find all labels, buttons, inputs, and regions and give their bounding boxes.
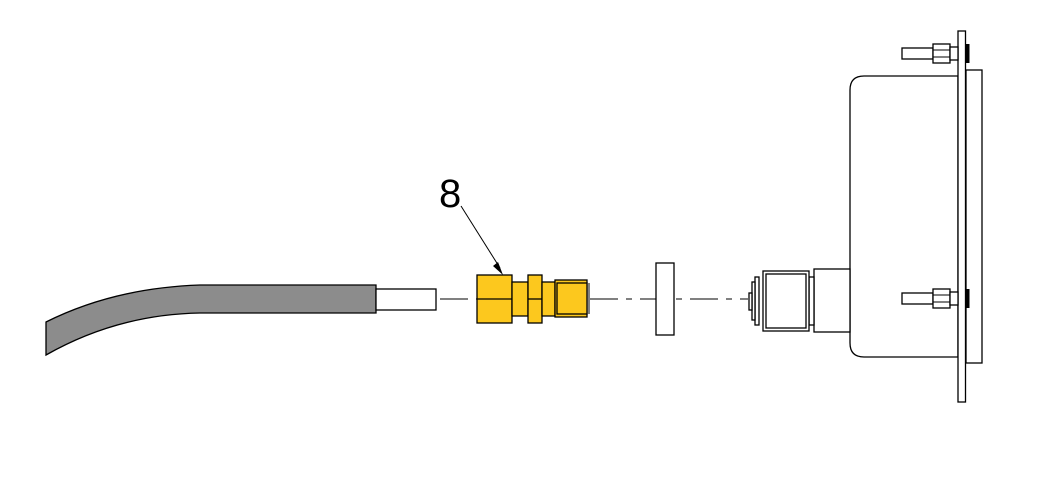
leader-line bbox=[460, 205, 501, 269]
leader-arrowhead bbox=[493, 262, 503, 275]
mounting-stud-bottom bbox=[901, 288, 970, 309]
fitting-part-8 bbox=[476, 274, 590, 324]
callout-number: 8 bbox=[439, 172, 461, 216]
gasket bbox=[655, 262, 675, 336]
cable bbox=[45, 284, 377, 357]
device-housing bbox=[748, 30, 983, 403]
cable-inner-tube bbox=[375, 288, 437, 311]
mounting-stud-top bbox=[901, 43, 970, 64]
